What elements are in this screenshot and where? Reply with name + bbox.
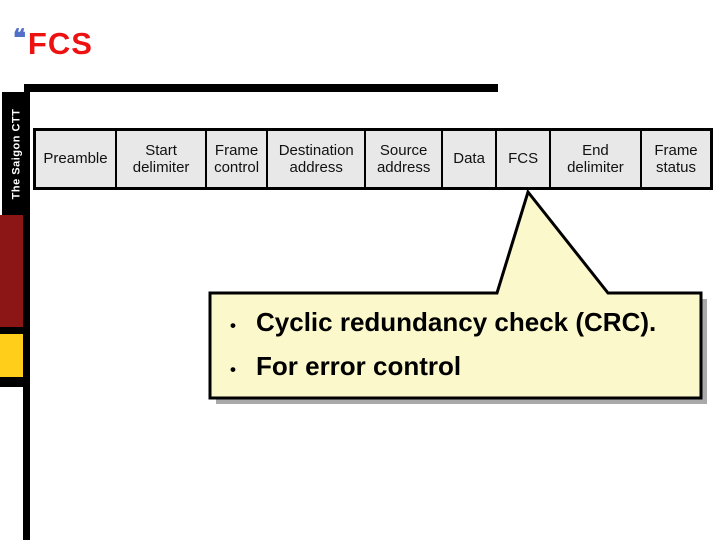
frame-field-data: Data	[442, 131, 498, 187]
frame-field-fcs: FCS	[497, 131, 551, 187]
callout-bubble	[208, 188, 707, 404]
maroon-block	[0, 215, 23, 327]
frame-field-destination-address: Destination address	[268, 131, 367, 187]
sidebar-brand-strip: The Saigon CTT	[2, 92, 30, 215]
callout-bullet-text: Cyclic redundancy check (CRC).	[256, 307, 657, 337]
title-underline-bar	[24, 84, 498, 92]
bullet-dot-icon: •	[230, 316, 236, 335]
callout-bullet-line: • For error control	[226, 346, 692, 390]
callout-bullet-text: For error control	[256, 351, 462, 381]
frame-field-start-delimiter: Start delimiter	[117, 131, 208, 187]
left-color-blocks	[0, 215, 23, 387]
bullet-dot-icon: •	[230, 360, 236, 379]
page-title: FCS	[27, 26, 93, 61]
callout-text-block: • Cyclic redundancy check (CRC). • For e…	[226, 302, 692, 390]
gold-block	[0, 334, 23, 377]
quote-bullet-icon: ❝	[13, 25, 26, 52]
callout-bullet-line: • Cyclic redundancy check (CRC).	[226, 302, 692, 346]
left-border-line	[23, 215, 30, 540]
frame-field-frame-status: Frame status	[641, 131, 710, 187]
frame-format-table: Preamble Start delimiter Frame control D…	[33, 128, 713, 190]
frame-field-preamble: Preamble	[36, 131, 117, 187]
title-row: ❝FCS	[13, 24, 93, 62]
frame-field-source-address: Source address	[366, 131, 443, 187]
block-divider	[0, 327, 23, 334]
sidebar-brand-text: The Saigon CTT	[10, 108, 23, 199]
frame-field-frame-control: Frame control	[207, 131, 269, 187]
callout-bubble-shape	[208, 188, 703, 400]
frame-field-end-delimiter: End delimiter	[550, 131, 642, 187]
